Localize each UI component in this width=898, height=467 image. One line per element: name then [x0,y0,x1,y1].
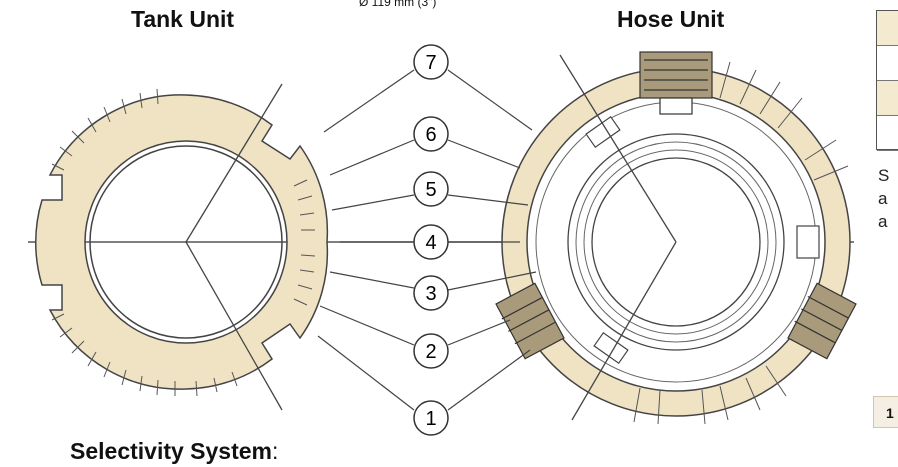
hose-radial-line [559,54,677,243]
hose-inner-circle-5 [591,157,761,327]
callout-1: 1 [413,400,449,436]
tank-ticks [51,88,316,397]
selectivity-system-label: Selectivity System [70,438,273,464]
tank-radial-line [185,241,283,411]
callout-leader-lines [317,69,537,411]
table-fragment [876,10,898,151]
clipped-text-line-3: a [878,212,888,231]
table-row [877,116,898,151]
callout-2: 2 [413,333,449,369]
hose-inner-circle-4 [583,149,769,335]
hose-bolt-left [495,282,565,360]
clipped-text-line-1: S [878,166,890,185]
clipped-text-line-2: a [878,189,888,208]
callout-6: 6 [413,116,449,152]
table-row [877,11,898,46]
tank-unit-title: Tank Unit [131,6,235,32]
selectivity-system-heading: Selectivity System: [70,438,278,465]
hose-unit-title: Hose Unit [617,6,725,32]
hose-bolt-top [639,51,713,115]
callout-4-label: 4 [425,232,436,254]
hose-unit-drawing [495,51,857,425]
callout-3-label: 3 [425,283,436,305]
table-row [877,81,898,116]
hose-slot-right [796,225,820,259]
hose-radial-line [571,241,677,421]
tank-unit-drawing [35,83,329,411]
table-row [877,46,898,81]
page-number-box: 1 [873,396,898,428]
hose-inner-circle-3 [575,141,777,343]
hose-inner-circle-2 [567,133,785,351]
callout-4: 4 [413,224,449,260]
hose-bolt-right [787,282,857,360]
tank-inner-circle [89,145,283,339]
callout-1-label: 1 [425,408,436,430]
tank-radial-line [185,83,283,243]
callout-5-label: 5 [425,179,436,201]
callout-6-label: 6 [425,124,436,146]
hose-ticks [633,61,849,425]
callout-7-label: 7 [425,52,436,74]
hose-slot-top-left [585,116,621,148]
callout-3: 3 [413,275,449,311]
hose-slot-bottom-left [593,332,629,364]
selectivity-system-colon: : [272,438,279,464]
diameter-label: Ø 119 mm (3") [359,0,437,9]
callout-2-label: 2 [425,341,436,363]
callout-7: 7 [413,44,449,80]
callout-5: 5 [413,171,449,207]
